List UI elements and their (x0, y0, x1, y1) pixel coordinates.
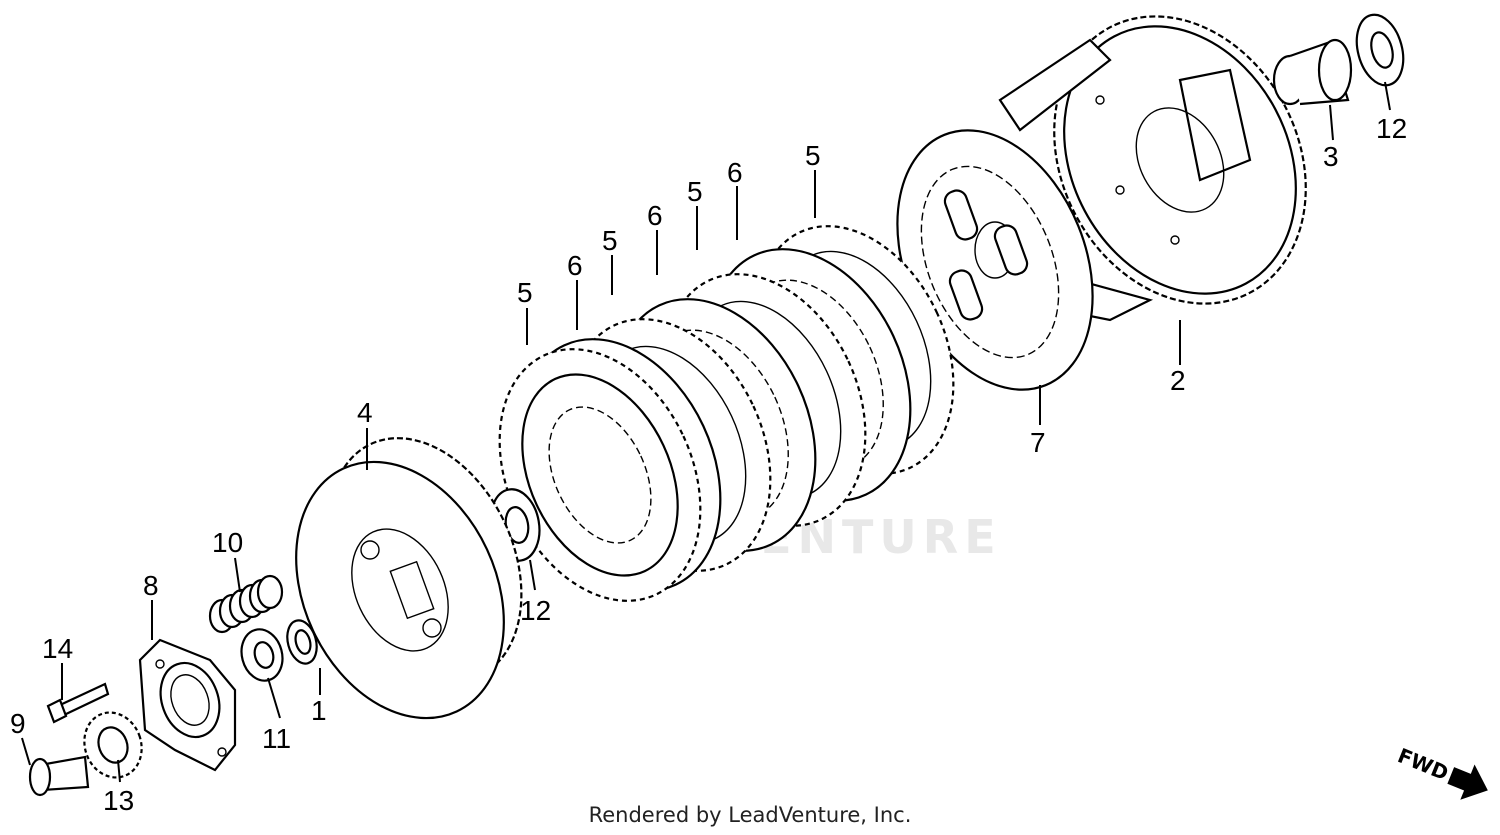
callout-14: 14 (42, 633, 73, 664)
pressure-plate (295, 437, 523, 720)
callout-6b: 6 (647, 200, 663, 231)
callout-5d: 5 (805, 140, 821, 171)
forward-direction-arrow: FWD (1394, 743, 1488, 800)
clutch-spring (208, 574, 284, 634)
thrust-washer-top (1355, 13, 1405, 87)
friction-disc-stack (498, 225, 955, 602)
callout-9: 9 (10, 708, 26, 739)
callout-6c: 6 (727, 157, 743, 188)
flange-bolt (46, 682, 110, 724)
callout-2: 2 (1170, 365, 1186, 396)
callout-8: 8 (143, 570, 159, 601)
callout-13: 13 (103, 785, 134, 816)
lifter-pin (28, 755, 90, 797)
lifter-plate (138, 638, 237, 772)
callout-1: 1 (311, 695, 327, 726)
callout-12a: 12 (520, 595, 551, 626)
fwd-label: FWD (1394, 743, 1452, 785)
callout-labels: 14 9 13 8 10 11 1 4 12 5 6 5 6 5 6 5 7 2… (10, 113, 1407, 816)
callout-12b: 12 (1376, 113, 1407, 144)
arrow-right-icon (1447, 764, 1488, 800)
clutch-center (896, 129, 1094, 391)
callout-6a: 6 (567, 250, 583, 281)
footer-credit: Rendered by LeadVenture, Inc. (588, 803, 912, 827)
callout-leader-lines (21, 81, 1391, 783)
callout-3: 3 (1323, 141, 1339, 172)
washer-1 (286, 619, 318, 665)
callout-4: 4 (357, 397, 373, 428)
callout-10: 10 (212, 527, 243, 558)
callout-5c: 5 (687, 176, 703, 207)
callout-5a: 5 (517, 277, 533, 308)
lock-nut (240, 628, 284, 682)
callout-5b: 5 (602, 225, 618, 256)
callout-11: 11 (262, 723, 291, 754)
clutch-collar (1272, 38, 1353, 106)
lifter-bearing (83, 711, 143, 779)
callout-7: 7 (1030, 427, 1046, 458)
